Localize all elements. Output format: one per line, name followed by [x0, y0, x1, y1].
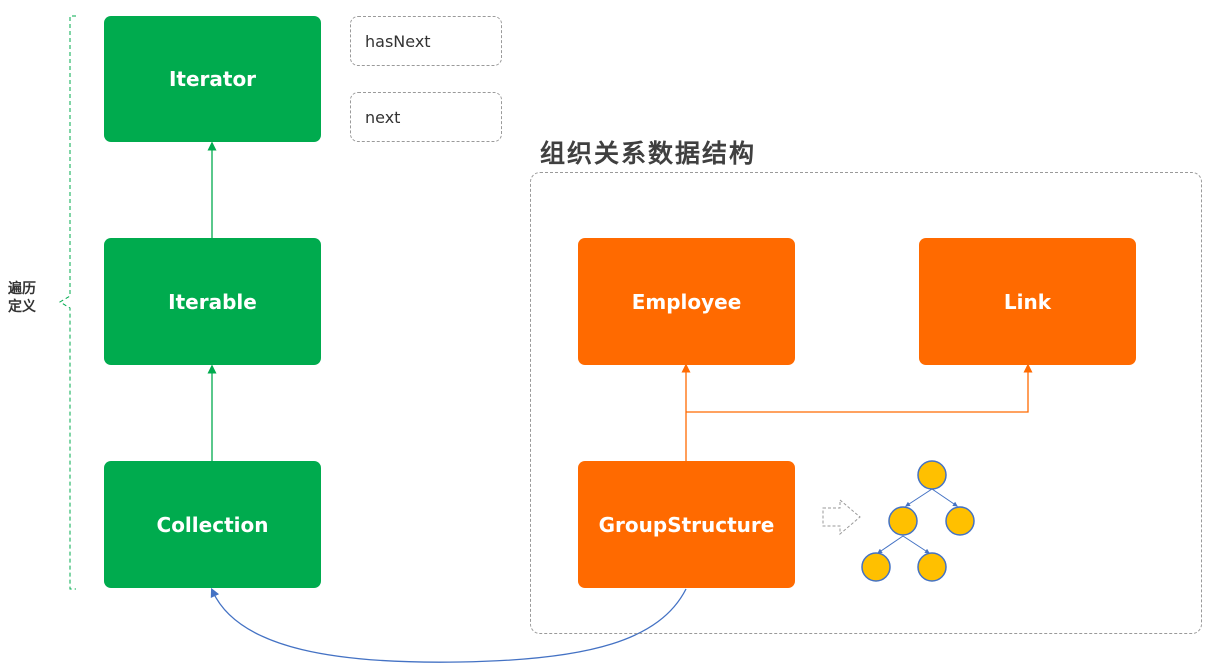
method-hasnext-label: hasNext	[365, 31, 431, 51]
groupstructure-to-collection-curve	[210, 587, 687, 663]
group-title: 组织关系数据结构	[540, 139, 757, 168]
definition-label-text: 遍历 定义	[8, 281, 36, 315]
groupstructure-box[interactable]: GroupStructure	[578, 461, 795, 588]
employee-box[interactable]: Employee	[578, 238, 795, 365]
definition-label: 遍历 定义	[8, 280, 52, 316]
method-next-label: next	[365, 107, 401, 127]
iterator-label: Iterator	[168, 67, 257, 91]
group-frame	[530, 172, 1202, 634]
collection-box[interactable]: Collection	[104, 461, 321, 588]
employee-label: Employee	[631, 289, 742, 314]
method-next-box[interactable]: next	[350, 92, 502, 142]
collection-label: Collection	[156, 512, 269, 537]
tree-icon	[861, 460, 975, 582]
iterable-box[interactable]: Iterable	[104, 238, 321, 365]
groupstructure-to-link-arrow	[686, 363, 1033, 413]
groupstructure-label: GroupStructure	[598, 512, 775, 537]
link-box[interactable]: Link	[919, 238, 1136, 365]
definition-bracket	[59, 15, 76, 590]
iterable-label: Iterable	[168, 289, 257, 314]
method-hasnext-box[interactable]: hasNext	[350, 16, 502, 66]
iterator-box[interactable]: Iterator	[104, 16, 321, 142]
link-label: Link	[1003, 289, 1052, 314]
